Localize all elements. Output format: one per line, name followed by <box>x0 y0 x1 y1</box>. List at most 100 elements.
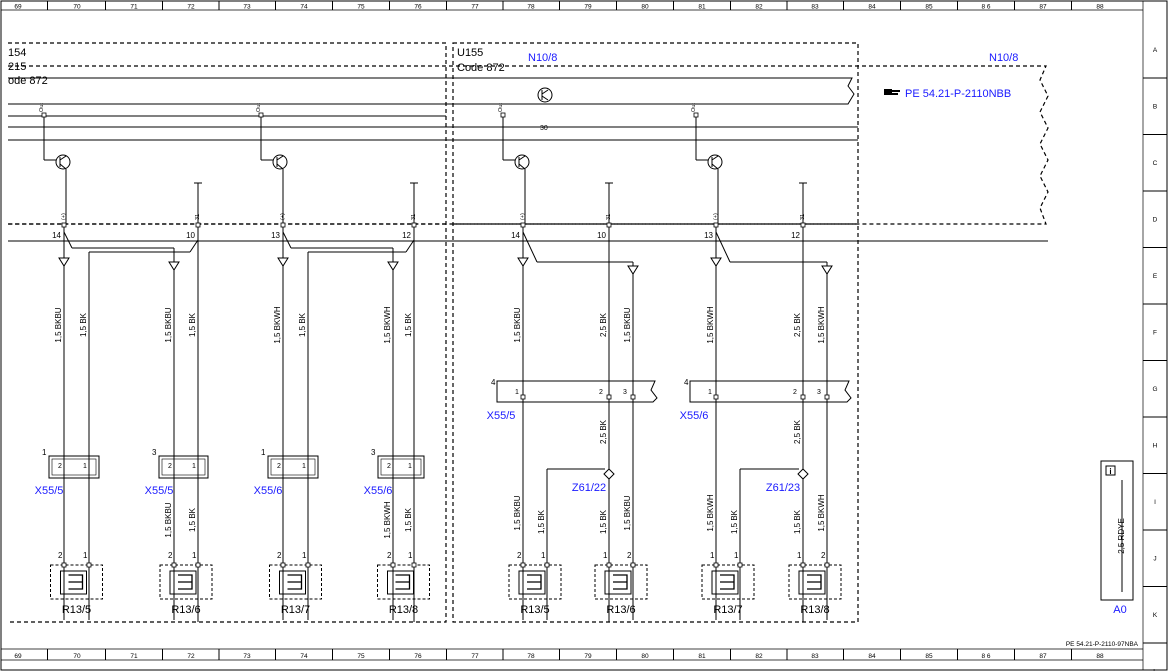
component-pin-number: 1 <box>192 551 197 560</box>
pin-minus <box>606 222 612 228</box>
wire-color-label: 1,5 BK <box>404 507 413 532</box>
pin-plus-label: (+) <box>280 213 286 220</box>
heater-element-icon <box>711 570 739 595</box>
component-pin-number: 1 <box>83 551 88 560</box>
splice-label: Z61/23 <box>766 482 800 494</box>
component-pin <box>800 562 806 568</box>
info-a0-label: A0 <box>1113 604 1126 616</box>
column-label: 83 <box>811 4 819 11</box>
component-box <box>50 564 103 600</box>
pin-minus <box>800 222 806 228</box>
component-label: R13/8 <box>389 604 418 616</box>
pin-plus-label: (+) <box>61 213 67 220</box>
row-label: J <box>1153 556 1156 563</box>
wire <box>522 231 538 263</box>
component-label: R13/7 <box>713 604 742 616</box>
column-label: 84 <box>868 653 876 660</box>
component-label: R13/5 <box>62 604 91 616</box>
column-label: 71 <box>130 4 138 11</box>
out-pin-label: Out <box>691 103 697 112</box>
component-pin <box>86 562 92 568</box>
module-left-box <box>8 42 447 623</box>
component-pin <box>280 562 286 568</box>
wire-color-label: 1,5 BK <box>404 312 413 337</box>
out-pin-label: Out <box>498 103 504 112</box>
component-pin-number: 2 <box>168 551 173 560</box>
strip-pin <box>520 394 526 400</box>
pin-minus-label: 31 <box>411 214 417 220</box>
column-label: 72 <box>187 4 195 11</box>
wire-color-label: 1,5 BK <box>298 312 307 337</box>
component-pin <box>606 562 612 568</box>
wire-color-label: 1,5 BKBU <box>164 502 173 537</box>
connector-number: 3 <box>152 448 157 457</box>
document-reference: PE 54.21-P-2110-97NBA <box>1066 641 1139 648</box>
component-label: R13/5 <box>520 604 549 616</box>
heater-element-icon <box>169 570 197 595</box>
component-label: R13/6 <box>171 604 200 616</box>
column-label: 80 <box>641 653 649 660</box>
wire <box>189 239 199 253</box>
connector-label: X55/5 <box>487 410 516 422</box>
pin-number: 13 <box>271 231 280 240</box>
column-label: 73 <box>243 653 251 660</box>
heater-coil <box>720 574 735 590</box>
component-pin-number: 1 <box>541 551 546 560</box>
wire-color-label: 1,5 BK <box>730 509 739 534</box>
connector-pin-label: 1 <box>83 463 87 470</box>
wire-color-label: 2,5 BK <box>599 419 608 444</box>
component-pin <box>737 562 743 568</box>
out-pin <box>693 112 699 118</box>
wire-color-label: 1,5 BKBU <box>513 307 522 342</box>
pe-reference-link[interactable]: PE 54.21-P-2110NBB <box>905 88 1011 100</box>
component-pin <box>520 562 526 568</box>
row-label: H <box>1153 443 1158 450</box>
shield-symbol-icon <box>277 257 289 267</box>
row-label: A <box>1153 47 1158 54</box>
transistor-collector <box>518 155 526 161</box>
column-label: 81 <box>698 4 706 11</box>
component-pin <box>305 562 311 568</box>
heater-coil <box>68 574 84 590</box>
transistor-emitter <box>276 163 284 170</box>
wire-color-label: 1,5 BKBU <box>513 495 522 530</box>
wire-color-label: 1,5 BKBU <box>623 307 632 342</box>
info-icon[interactable] <box>1105 465 1116 476</box>
connector-block <box>267 455 319 479</box>
connector-pin-label: 1 <box>408 463 412 470</box>
strip-pin <box>800 394 806 400</box>
connector-pin-label: 2 <box>599 389 603 396</box>
pin-minus-label: 31 <box>800 214 806 220</box>
wire-color-label: 1,5 BKWH <box>706 494 715 532</box>
heater-coil <box>613 574 628 590</box>
pin-minus <box>411 222 417 228</box>
wire-color-label: 1,5 BK <box>188 312 197 337</box>
wire-color-label: 2,5 BK <box>793 312 802 337</box>
transistor-icon <box>514 154 530 170</box>
connector-label: X55/6 <box>364 485 393 497</box>
wire <box>405 239 415 253</box>
component-pin-number: 2 <box>627 551 632 560</box>
column-label: 82 <box>755 4 763 11</box>
out-pin-label: Out <box>39 103 45 112</box>
splice-label: Z61/22 <box>572 482 606 494</box>
shield-symbol-icon <box>710 257 722 267</box>
connector-pin-label: 2 <box>277 463 281 470</box>
transistor-icon <box>55 154 71 170</box>
component-box <box>269 564 322 600</box>
heater-element-icon <box>518 570 546 595</box>
wire-color-label: 1,5 BK <box>793 509 802 534</box>
strip-pin <box>824 394 830 400</box>
column-label: 70 <box>73 653 81 660</box>
component-box <box>159 564 213 600</box>
strip-pin <box>713 394 719 400</box>
transistor-icon <box>707 154 723 170</box>
component-pin <box>713 562 719 568</box>
column-label: 79 <box>584 653 592 660</box>
component-pin <box>390 562 396 568</box>
column-label: 75 <box>357 653 365 660</box>
connector-label: X55/6 <box>680 410 709 422</box>
